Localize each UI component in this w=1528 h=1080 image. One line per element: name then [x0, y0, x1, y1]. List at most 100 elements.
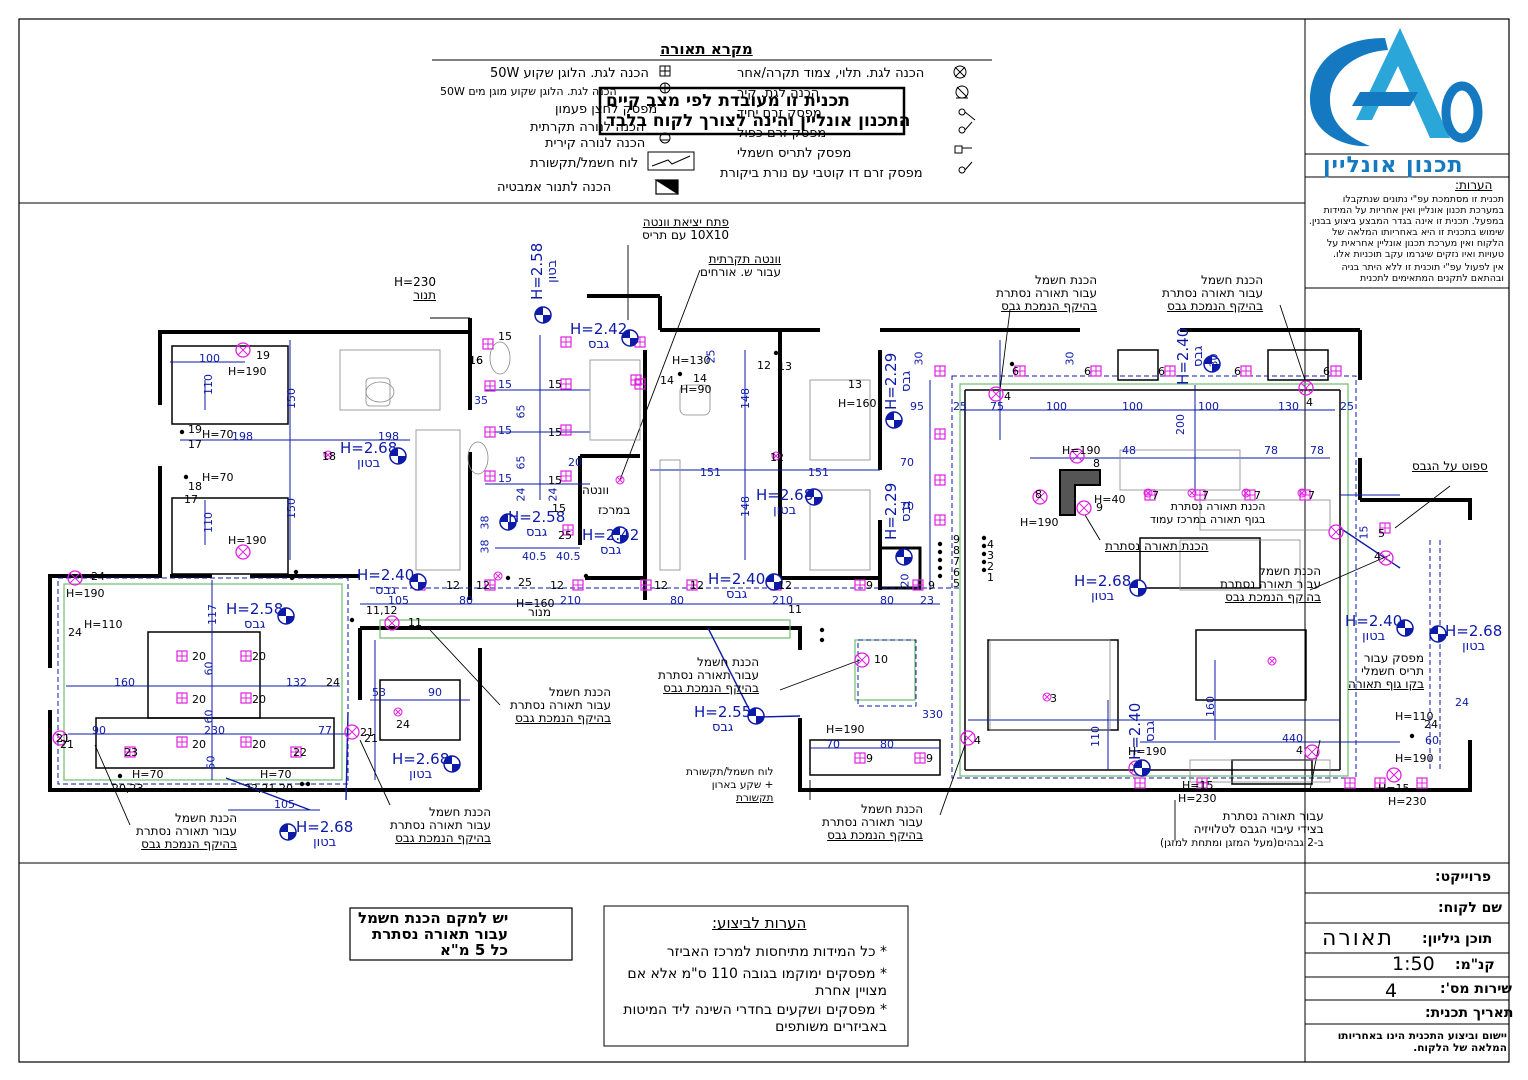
dimension-value: 78: [1264, 444, 1278, 457]
fixture-number: 3: [987, 549, 994, 562]
fixture-number: 7: [1202, 489, 1209, 502]
dimension-value: 60: [202, 661, 216, 676]
dimension-value: 230: [204, 724, 225, 737]
dimension-value: 110: [202, 374, 215, 395]
dimension-lines: [66, 335, 1400, 811]
dimension-value: 440: [1282, 732, 1303, 745]
interior-partitions: [95, 345, 1341, 785]
fixture-number: 8: [1093, 457, 1100, 470]
dimension-value: 70: [900, 500, 914, 513]
switch-point: [505, 575, 511, 581]
ceiling-height-marker-fill: [278, 608, 286, 616]
dimension-value: 30: [1063, 351, 1077, 366]
sheet-number-label: שירות מס':: [1440, 981, 1512, 997]
fixture-number: 17: [188, 438, 202, 451]
mount-height: H=130: [672, 354, 711, 367]
mount-height: H=160: [516, 597, 555, 610]
hidden-lighting-strips: [63, 383, 1349, 781]
dimension-value: 24: [514, 487, 528, 502]
ceiling-height-marker-fill: [1130, 580, 1138, 588]
ceiling-light-cross: [346, 726, 358, 738]
fixture-number: 6: [1323, 365, 1330, 378]
fixture-number: 20: [252, 650, 266, 663]
dimension-value: 148: [739, 388, 752, 409]
fixture-number: 16: [469, 354, 483, 367]
ceiling-light-cross: [1034, 491, 1046, 503]
ceiling-light-cross: [990, 388, 1002, 400]
fixture-number: 14: [660, 374, 674, 387]
dimension-value: 100: [1122, 400, 1143, 413]
ceiling-light-mark: [67, 570, 83, 586]
fixture-number: 12: [757, 359, 771, 372]
switch-point: [981, 559, 987, 565]
legend-item: הכנה לנורה תקרתית: [530, 120, 645, 135]
dimension-value: 90: [428, 686, 442, 699]
fixture-number: 17: [184, 493, 198, 506]
small-light-cross: [772, 452, 780, 460]
ceiling-height-marker-fill: [814, 497, 822, 505]
dimension-value: 198: [232, 430, 253, 443]
small-light-cross: [1268, 657, 1276, 665]
dimension-value: 65: [514, 455, 528, 470]
fixture-number: 6: [1234, 365, 1241, 378]
dimension-value: 105: [388, 594, 409, 607]
fixture-number: 12: [690, 579, 704, 592]
dimension-value: 210: [772, 594, 793, 607]
dimension-value: 60: [202, 709, 216, 724]
dimension-value: 25: [1340, 400, 1354, 413]
switch-point: [819, 627, 825, 633]
switch-point: [937, 573, 943, 579]
switch-point: [937, 549, 943, 555]
ceiling-light-mark: [1386, 767, 1402, 783]
project-label: פרוייקט:: [1435, 869, 1492, 885]
legend-item: מפסק לתריס חשמלי: [737, 146, 852, 161]
dimension-value: 78: [1310, 444, 1324, 457]
sheet-content-label: תוכן גיליון:: [1422, 931, 1493, 947]
wiring: [225, 527, 1401, 811]
ceiling-light-cross: [1380, 552, 1392, 564]
ceiling-light-cross: [386, 617, 398, 629]
fixture-number: 12: [446, 579, 460, 592]
fixture-number: 4: [1296, 744, 1303, 757]
mount-height: H=190: [1020, 516, 1059, 529]
dimension-value: 200: [1174, 414, 1187, 435]
small-light-cross: [1242, 489, 1250, 497]
fixture-number: 21: [60, 738, 74, 751]
fixture-number: 25: [518, 576, 532, 589]
dimension-value: 117: [206, 604, 219, 625]
sheet-number-value: 4: [1385, 980, 1398, 1002]
mount-height: H=160: [838, 397, 877, 410]
fixture-number: 19: [256, 349, 270, 362]
dimension-value: 100: [1046, 400, 1067, 413]
dimension-value: 15: [498, 424, 512, 437]
fixture-number: 21: [364, 732, 378, 745]
ceiling-light-cross: [1300, 382, 1312, 394]
legend-item: הכנה לתנור אמבטיה: [497, 180, 612, 195]
fixture-number: 10: [874, 653, 888, 666]
switch-point: [981, 551, 987, 557]
ceiling-light-cross: [237, 546, 249, 558]
dimension-value: 20: [898, 573, 912, 588]
mount-height: H=70: [202, 471, 234, 484]
ceiling-light-mark: [988, 386, 1004, 402]
small-light-mark: [1241, 488, 1251, 498]
switch-point: [981, 543, 987, 549]
fixture-number: 11,12: [366, 604, 398, 617]
ceiling-light-cross: [54, 732, 66, 744]
box-note-line: יש למקם הכנת חשמל: [358, 909, 509, 927]
small-light-cross: [1188, 489, 1196, 497]
dimension-value: 75: [990, 400, 1004, 413]
mount-height: H=15: [1378, 782, 1410, 795]
dimension-value: 15: [498, 472, 512, 485]
mount-height: H=230: [1178, 792, 1217, 805]
